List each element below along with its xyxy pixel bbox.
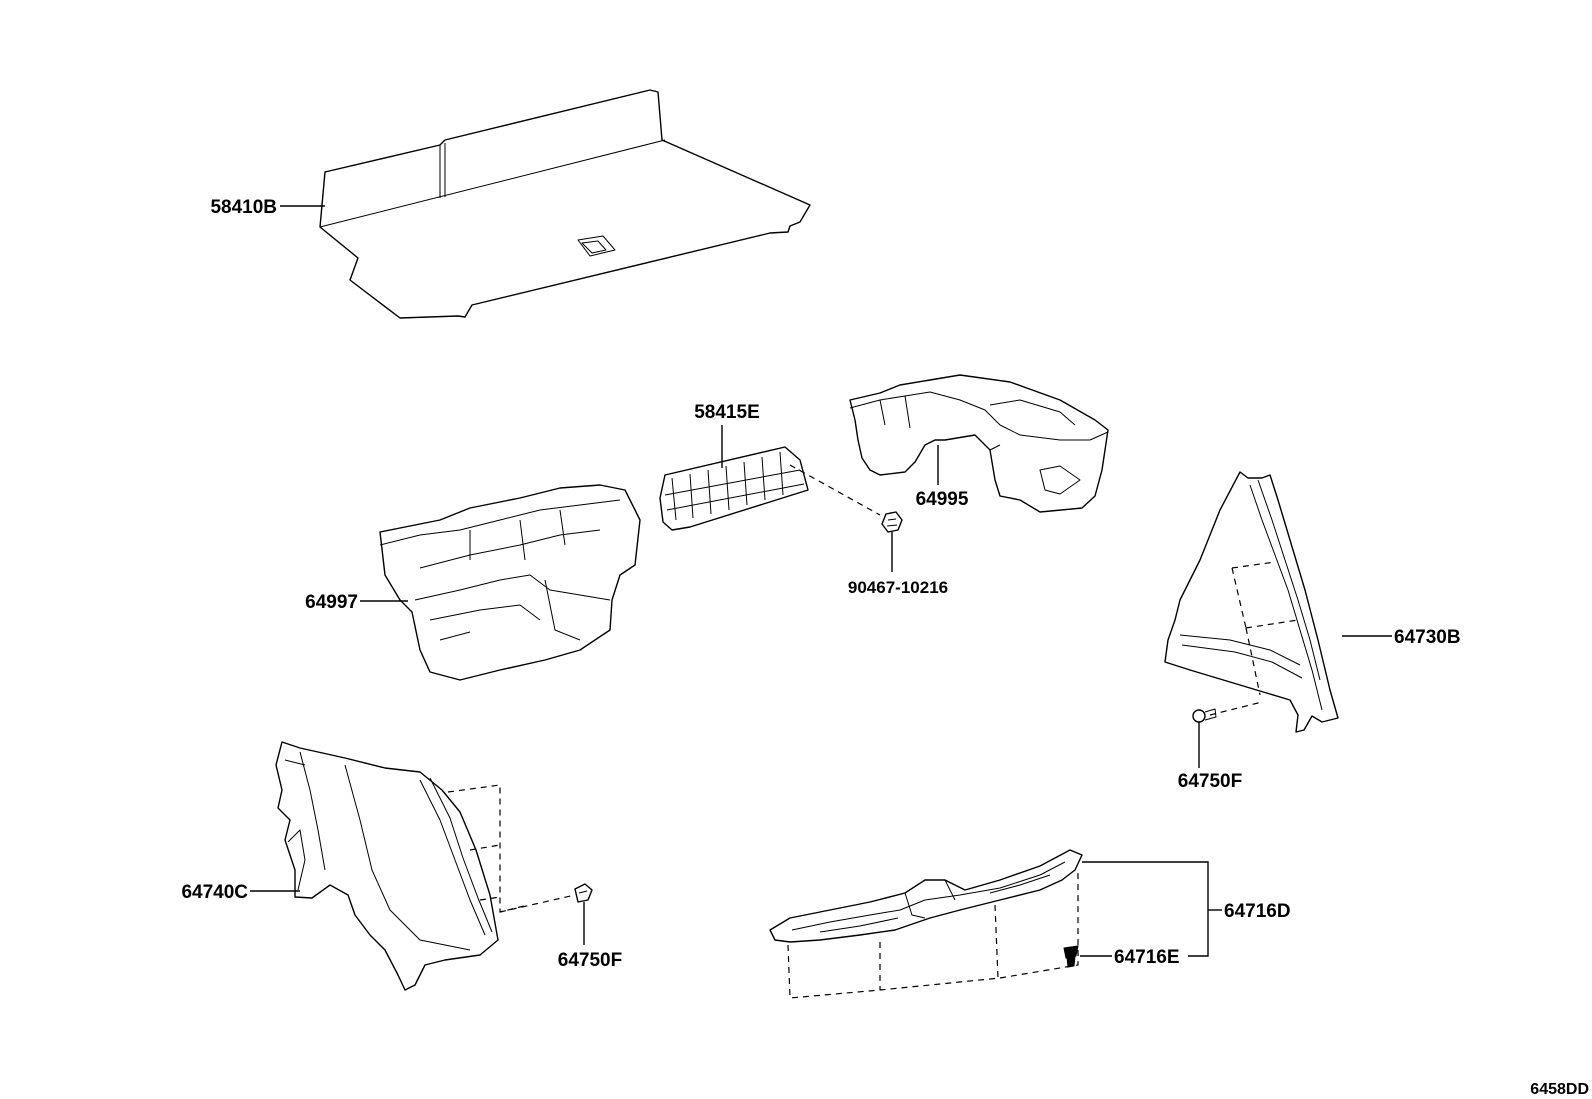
rear-plate-drawing — [769, 849, 1083, 943]
part-label-64995[interactable]: 64995 — [916, 489, 969, 510]
right-side-trim-drawing — [1164, 471, 1339, 733]
dash-58415E-to-nut — [789, 464, 881, 516]
left-clip-drawing — [574, 883, 593, 903]
dash-64716D-box — [787, 870, 1079, 999]
part-label-64730B[interactable]: 64730B — [1394, 627, 1461, 648]
tray-cover-drawing — [659, 446, 809, 531]
part-label-64997[interactable]: 64997 — [305, 592, 358, 613]
figure-code: 6458DD — [1530, 1081, 1589, 1098]
part-label-64740C[interactable]: 64740C — [181, 882, 248, 903]
part-label-90467-10216[interactable]: 90467-10216 — [848, 578, 948, 597]
part-label-64716E[interactable]: 64716E — [1114, 947, 1180, 968]
dash-64740C-box — [447, 784, 529, 913]
part-label-58415E[interactable]: 58415E — [694, 402, 760, 423]
dash-64730B-box — [1231, 561, 1299, 696]
part-label-64750F-left[interactable]: 64750F — [558, 950, 622, 971]
rear-plate-clip-drawing — [1063, 945, 1079, 968]
part-label-58410B[interactable]: 58410B — [210, 197, 277, 218]
tray-main-drawing — [379, 484, 641, 681]
leader-64716D-bracket — [1082, 861, 1209, 957]
dash-64730B-to-clip — [1209, 701, 1263, 716]
part-label-64716D[interactable]: 64716D — [1224, 901, 1291, 922]
part-label-64750F-right[interactable]: 64750F — [1178, 771, 1242, 792]
nut-drawing — [881, 511, 903, 533]
left-side-trim-drawing — [275, 741, 499, 991]
dash-64740C-to-clip — [499, 894, 576, 913]
right-clip-drawing — [1192, 708, 1217, 723]
tray-front-drawing — [849, 374, 1109, 513]
deck-board-drawing — [319, 89, 811, 319]
